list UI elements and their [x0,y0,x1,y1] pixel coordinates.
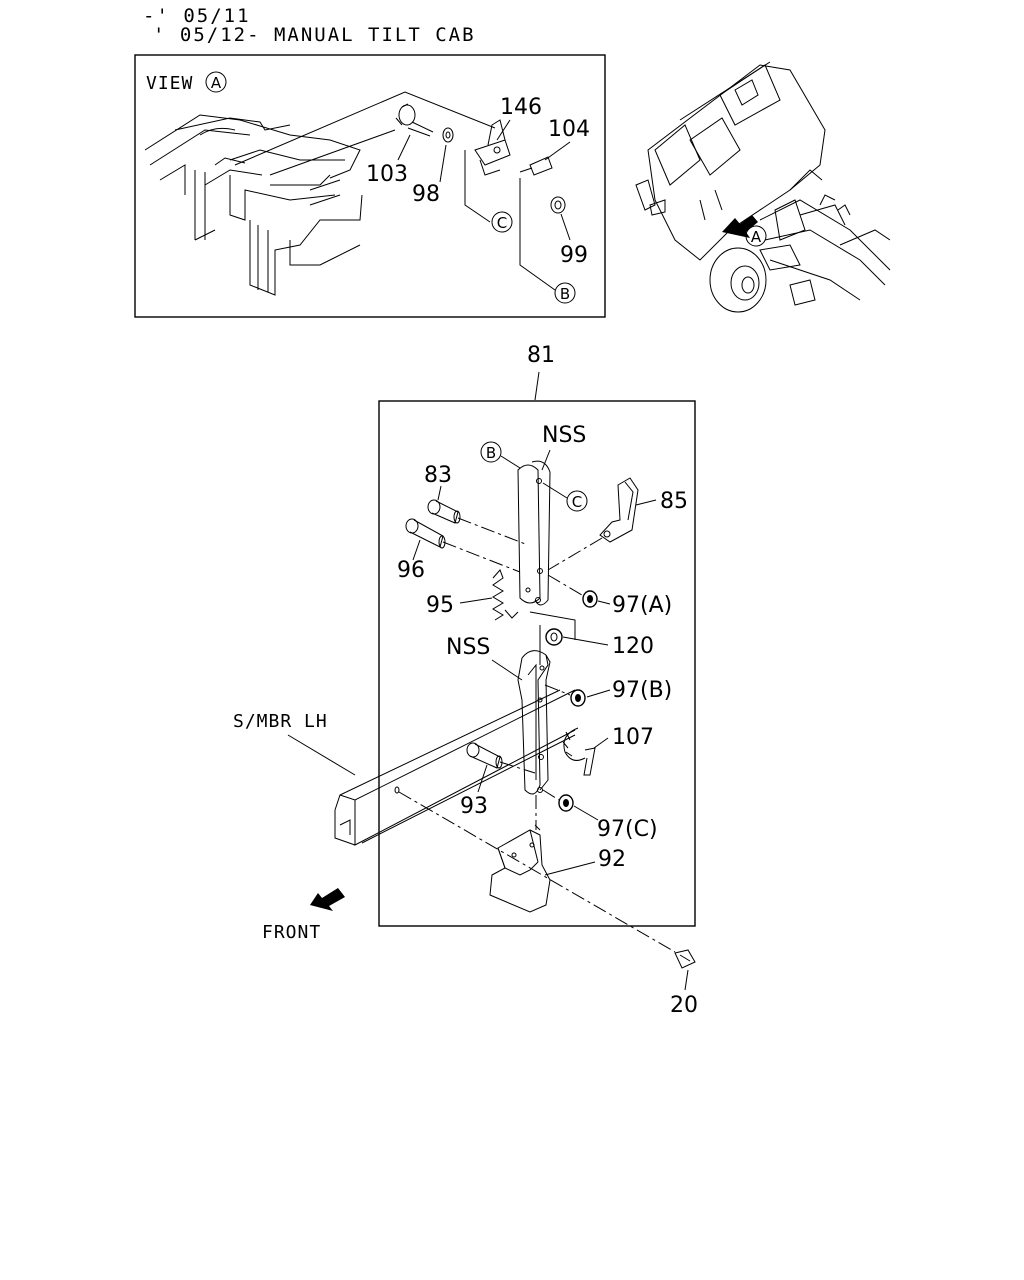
bracket-92-icon [489,824,551,913]
header-date-range: -' 05/11 [143,5,251,27]
callout-103: 103 [366,162,408,187]
callout-95: 95 [426,593,454,618]
ref-mark-b: B [560,285,570,303]
ref-circle-c-icon [491,211,513,233]
view-a-mark: A [211,74,222,92]
lever-85-icon [599,477,639,543]
callout-20: 20 [670,993,698,1018]
pin-93-icon [466,742,503,769]
callout-104: 104 [548,117,590,142]
callout-107: 107 [612,725,654,750]
main-circle-c-icon [566,490,588,512]
callout-97b: 97(B) [612,678,672,703]
truck-inset: A [635,61,891,313]
truck-chassis-drawing [759,194,891,306]
callout-85: 85 [660,489,688,514]
side-member-label: S/MBR LH [233,711,328,732]
main-mark-c: C [572,493,582,511]
front-arrow-icon [310,888,345,911]
ref-circle-b-icon [554,282,576,304]
inset-circle-a-icon [745,225,767,247]
bolt-20-icon [674,949,696,969]
header-title: ' 05/12- MANUAL TILT CAB [153,24,476,46]
assembly-frame [378,400,696,927]
callout-96: 96 [397,558,425,583]
main-mark-b: B [486,444,496,462]
washer-120-icon [545,628,563,646]
callout-83: 83 [424,463,452,488]
view-a-title: VIEW [146,73,193,94]
callout-97a: 97(A) [612,593,672,618]
nut-99-icon [550,196,566,214]
view-a-panel: VIEW A [134,54,606,318]
view-direction-arrow-icon [722,215,758,238]
pin-96-icon [405,518,446,549]
bolt-103-icon [395,103,434,137]
nss-lower-label: NSS [446,635,490,660]
pin-83-icon [427,499,461,524]
callout-97c: 97(C) [597,817,658,842]
view-a-frame-drawing [144,114,363,296]
bracket-146-icon [474,119,511,176]
callout-98: 98 [412,182,440,207]
truck-cab-drawing [635,61,826,261]
washer-98-icon [442,127,454,143]
washer-97a-icon [582,590,598,608]
ref-mark-c: C [497,214,507,232]
inset-mark-a: A [751,228,762,246]
callout-93: 93 [460,794,488,819]
bolt-104-icon [519,156,553,176]
view-a-circle-icon [205,71,227,93]
front-label: FRONT [262,922,321,943]
callout-99: 99 [560,243,588,268]
callout-120: 120 [612,634,654,659]
lower-link-icon [517,650,551,795]
washer-97c-icon [558,794,574,812]
callout-92: 92 [598,847,626,872]
callout-146: 146 [500,95,542,120]
snap-pin-107-icon [562,727,596,776]
assembly-number: 81 [527,343,555,368]
truck-wheel-icon [709,247,767,313]
upper-link-icon [517,460,551,606]
nss-upper-label: NSS [542,423,586,448]
washer-97b-icon [570,689,586,707]
spring-95-icon [492,569,519,621]
main-circle-b-icon [480,441,502,463]
